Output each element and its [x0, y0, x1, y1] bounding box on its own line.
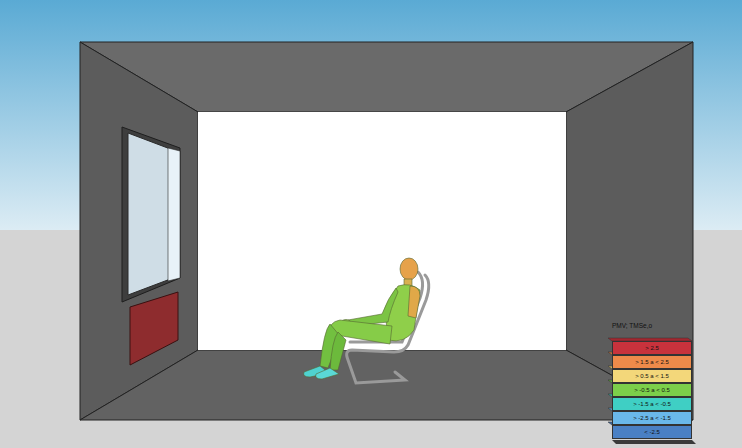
- floor: [80, 350, 693, 420]
- legend-swatch: > -1.5 a < -0.5: [612, 397, 692, 411]
- radiator: [130, 292, 178, 365]
- head: [400, 258, 418, 280]
- legend-base: [612, 440, 696, 444]
- foot: [316, 368, 339, 379]
- legend-text: > -2.5 a < -1.5: [633, 415, 671, 421]
- legend-swatch: > 2.5: [612, 341, 692, 355]
- back: [408, 286, 420, 318]
- legend-swatch: > -0.5 a < 0.5: [612, 383, 692, 397]
- legend-text: > -0.5 a < 0.5: [634, 387, 670, 393]
- legend-swatch: > 1.5 a < 2.5: [612, 355, 692, 369]
- legend-swatch: < -2.5: [612, 425, 692, 439]
- shin: [330, 332, 346, 370]
- legend-heading: PMV; TMSe,o: [612, 322, 652, 329]
- arm: [348, 288, 398, 326]
- legend-text: > 0.5 a < 1.5: [635, 373, 669, 379]
- legend-swatch: > -2.5 a < -1.5: [612, 411, 692, 425]
- back-wall: [198, 112, 566, 350]
- window-reveal: [168, 148, 180, 281]
- window-glass: [128, 133, 173, 295]
- legend-text: > 2.5: [645, 345, 659, 351]
- person: [304, 258, 420, 379]
- legend-text: > -1.5 a < -0.5: [633, 401, 671, 407]
- window-frame: [122, 127, 180, 302]
- legend-text: < -2.5: [644, 429, 660, 435]
- legend-swatch: > 0.5 a < 1.5: [612, 369, 692, 383]
- legend-text: > 1.5 a < 2.5: [635, 359, 669, 365]
